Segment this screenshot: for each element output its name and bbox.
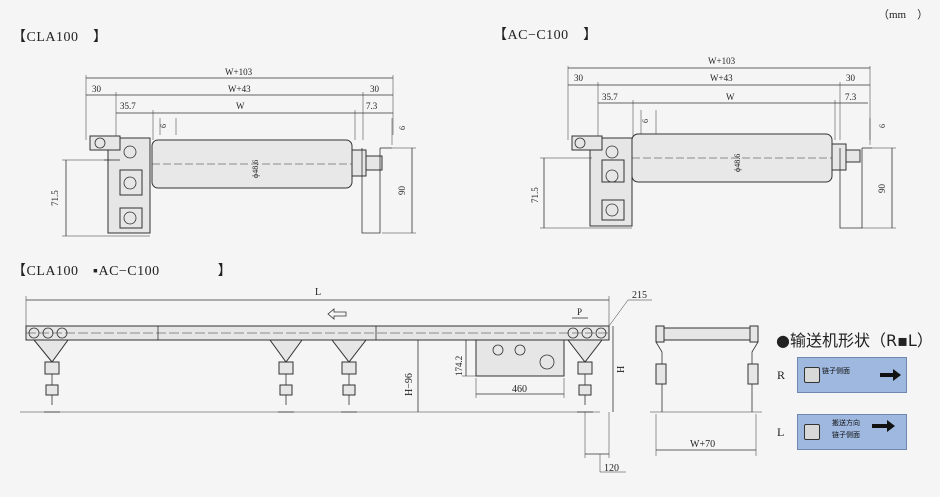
- cla-dim-7-3: 7.3: [366, 101, 378, 111]
- dim-L: L: [315, 287, 321, 298]
- acc-dim-30-right: 30: [846, 73, 856, 83]
- acc-dim-71-5: 71.5: [530, 187, 540, 203]
- arrow-right-shaft: [872, 424, 888, 428]
- cla100-side-view: W+103 30 W+43 30 35.7 W 7.3 6 6 ϕ4: [50, 67, 416, 237]
- dim-174-2: 174.2: [454, 356, 464, 376]
- conveyor-end-view: W+70: [650, 325, 762, 456]
- legend-title: ●输送机形状（R▪L）: [776, 331, 933, 350]
- title-ac-c100: 【AC−C100 】: [493, 28, 598, 43]
- cla-dim-35-7: 35.7: [120, 101, 136, 111]
- conveyor-front-view: L P 215: [20, 287, 652, 474]
- legend-letter-l: L: [777, 425, 785, 439]
- legend-letter-r: R: [777, 368, 786, 382]
- cla-dim-w103: W+103: [225, 67, 253, 77]
- title-combined: 【CLA100 ▪AC−C100 】: [12, 264, 233, 279]
- cla-dim-90: 90: [397, 186, 407, 196]
- acc-dim-6-a: 6: [641, 119, 650, 123]
- arrow-right-shaft: [880, 373, 894, 377]
- acc-dim-30-left: 30: [574, 73, 584, 83]
- cla-dim-w: W: [236, 101, 245, 111]
- acc-dim-90: 90: [877, 184, 887, 194]
- panel-l: 搬送方向 链子侧面: [797, 414, 907, 450]
- motor-icon: [804, 367, 820, 383]
- cla-dim-dia: ϕ48.6: [251, 160, 260, 178]
- acc-dim-6-b: 6: [878, 124, 887, 128]
- dim-P: P: [577, 307, 582, 317]
- dim-w70: W+70: [690, 439, 715, 450]
- panel-r: 链子侧面: [797, 357, 907, 393]
- leg-2: [269, 339, 303, 413]
- cla-dim-w43: W+43: [228, 84, 251, 94]
- cla-dim-71-5: 71.5: [50, 190, 60, 206]
- leg-3: [330, 339, 368, 413]
- cla-dim-30-right: 30: [370, 84, 380, 94]
- acc-dim-dia: ϕ48.6: [733, 154, 742, 172]
- leg-4: [566, 339, 604, 413]
- dim-H-96: H−96: [404, 373, 415, 396]
- motor-icon: [804, 424, 820, 440]
- leg-1: [32, 339, 69, 413]
- dim-460: 460: [512, 384, 527, 395]
- cla-dim-6-b: 6: [398, 126, 407, 130]
- acc-dim-7-3: 7.3: [845, 92, 857, 102]
- ac-c100-side-view: W+103 30 W+43 30 35.7 W 7.3 6 6 ϕ48.6: [530, 56, 896, 229]
- unit-label: （mm ）: [878, 9, 929, 21]
- dim-H: H: [616, 366, 627, 373]
- acc-dim-w: W: [726, 92, 735, 102]
- arrow-right-icon: [887, 420, 895, 432]
- acc-dim-w103: W+103: [708, 56, 736, 66]
- panel-l-chain-label: 链子侧面: [832, 431, 860, 439]
- panel-r-chain-label: 链子侧面: [822, 367, 850, 375]
- cla-dim-6-a: 6: [159, 124, 168, 128]
- dim-120: 120: [604, 463, 619, 474]
- acc-dim-35-7: 35.7: [602, 92, 618, 102]
- title-cla100: 【CLA100 】: [12, 30, 108, 45]
- dim-215: 215: [632, 290, 647, 301]
- arrow-right-icon: [893, 369, 901, 381]
- panel-l-direction-label: 搬送方向: [832, 419, 860, 427]
- acc-dim-w43: W+43: [710, 73, 733, 83]
- cla-dim-30-left: 30: [92, 84, 102, 94]
